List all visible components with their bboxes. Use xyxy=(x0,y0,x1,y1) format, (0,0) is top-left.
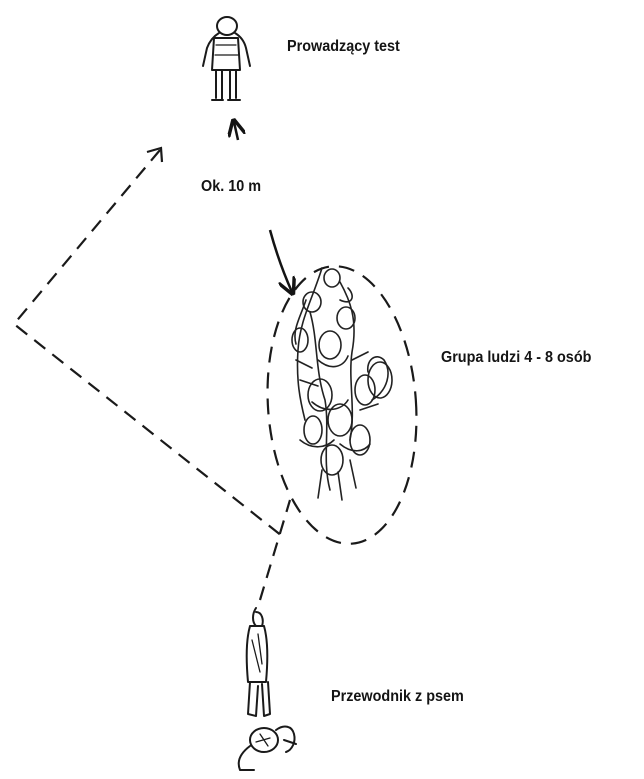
handler-figure-icon xyxy=(247,608,270,716)
distance-label: Ok. 10 m xyxy=(201,178,261,196)
short-arrow-to-examiner xyxy=(234,122,238,140)
dashed-path-handler xyxy=(260,500,290,600)
dog-icon xyxy=(239,727,296,770)
examiner-figure-icon xyxy=(203,17,250,100)
handler-label: Przewodnik z psem xyxy=(331,688,464,706)
dashed-path-detour xyxy=(14,150,282,536)
examiner-label: Prowadzący test xyxy=(287,38,400,56)
arrow-to-group xyxy=(270,230,292,292)
group-of-people-icon xyxy=(292,268,392,500)
group-label: Grupa ludzi 4 - 8 osób xyxy=(441,349,591,367)
